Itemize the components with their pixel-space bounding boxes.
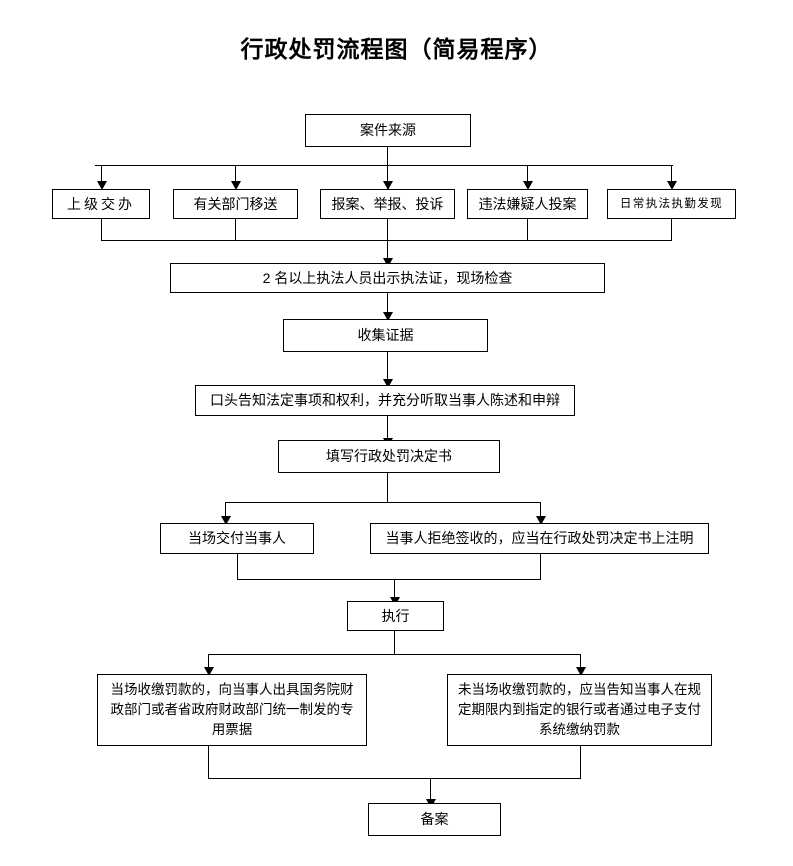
connector-merge-down-record bbox=[430, 778, 432, 800]
connector-drop-collect-onsite bbox=[208, 654, 210, 668]
node-collect-evidence[interactable]: 收集证据 bbox=[283, 319, 488, 352]
arrow-show-credentials bbox=[383, 258, 393, 267]
node-source-daily-enforcement[interactable]: 日常执法执勤发现 bbox=[607, 189, 736, 219]
connector-drop-not-collect-onsite bbox=[580, 654, 582, 668]
connector-drop-refuse-sign bbox=[540, 502, 542, 517]
connector-up-source-3 bbox=[387, 219, 389, 241]
connector-drop-source-1 bbox=[101, 165, 103, 182]
node-deliver-onsite[interactable]: 当场交付当事人 bbox=[160, 523, 314, 554]
connector-execute-down bbox=[394, 631, 396, 655]
node-refuse-sign[interactable]: 当事人拒绝签收的，应当在行政处罚决定书上注明 bbox=[370, 523, 709, 554]
connector-drop-source-2 bbox=[235, 165, 237, 182]
connector-merge-down-credentials bbox=[387, 240, 389, 259]
arrow-deliver-onsite bbox=[221, 516, 231, 525]
connector-fill-decision-down bbox=[387, 473, 389, 503]
connector-evidence-to-oral-notice bbox=[387, 352, 389, 380]
arrow-source-2 bbox=[231, 181, 241, 190]
arrow-collect-onsite bbox=[204, 667, 214, 676]
node-execute[interactable]: 执行 bbox=[347, 601, 444, 631]
connector-merge-bar-sources bbox=[101, 240, 672, 242]
node-record[interactable]: 备案 bbox=[368, 803, 501, 836]
page-title: 行政处罚流程图（简易程序） bbox=[240, 36, 553, 62]
connector-credentials-to-evidence bbox=[387, 293, 389, 313]
arrow-refuse-sign bbox=[536, 516, 546, 525]
connector-up-source-1 bbox=[101, 219, 103, 241]
node-source-report-complaint[interactable]: 报案、举报、投诉 bbox=[320, 189, 455, 219]
connector-oral-notice-to-fill-decision bbox=[387, 416, 389, 439]
arrow-source-5 bbox=[667, 181, 677, 190]
connector-merge-bar-record bbox=[208, 778, 581, 780]
arrow-source-4 bbox=[523, 181, 533, 190]
node-show-credentials[interactable]: 2 名以上执法人员出示执法证，现场检查 bbox=[170, 263, 605, 293]
arrow-source-1 bbox=[97, 181, 107, 190]
connector-up-source-5 bbox=[671, 219, 673, 241]
node-collect-onsite[interactable]: 当场收缴罚款的，向当事人出具国务院财政部门或者省政府财政部门统一制发的专用票据 bbox=[97, 674, 367, 746]
connector-drop-source-4 bbox=[527, 165, 529, 182]
node-case-source[interactable]: 案件来源 bbox=[305, 114, 471, 147]
node-source-suspect-surrender[interactable]: 违法嫌疑人投案 bbox=[467, 189, 588, 219]
connector-split-bar-payment bbox=[208, 654, 580, 656]
connector-drop-source-3 bbox=[387, 165, 389, 182]
arrow-oral-notice bbox=[383, 379, 393, 388]
connector-up-collect-onsite bbox=[208, 746, 210, 779]
connector-merge-bar-execute bbox=[237, 579, 541, 581]
arrow-collect-evidence bbox=[383, 312, 393, 321]
node-source-department-transfer[interactable]: 有关部门移送 bbox=[173, 189, 298, 219]
connector-drop-deliver-onsite bbox=[225, 502, 227, 517]
connector-distributor-bar bbox=[95, 165, 673, 167]
connector-drop-source-5 bbox=[671, 165, 673, 182]
node-fill-decision[interactable]: 填写行政处罚决定书 bbox=[278, 440, 500, 473]
arrow-not-collect-onsite bbox=[576, 667, 586, 676]
connector-up-deliver-onsite bbox=[237, 554, 239, 580]
connector-up-refuse-sign bbox=[540, 554, 542, 580]
connector-merge-down-execute bbox=[394, 579, 396, 598]
node-oral-notice[interactable]: 口头告知法定事项和权利，并充分听取当事人陈述和申辩 bbox=[195, 385, 575, 416]
connector-split-bar-delivery bbox=[225, 502, 541, 504]
connector-up-source-2 bbox=[235, 219, 237, 241]
connector-up-not-collect-onsite bbox=[580, 746, 582, 779]
connector-up-source-4 bbox=[527, 219, 529, 241]
node-not-collect-onsite[interactable]: 未当场收缴罚款的，应当告知当事人在规定期限内到指定的银行或者通过电子支付系统缴纳… bbox=[447, 674, 712, 746]
arrow-source-3 bbox=[383, 181, 393, 190]
node-source-superior-assignment[interactable]: 上级交办 bbox=[52, 189, 150, 219]
